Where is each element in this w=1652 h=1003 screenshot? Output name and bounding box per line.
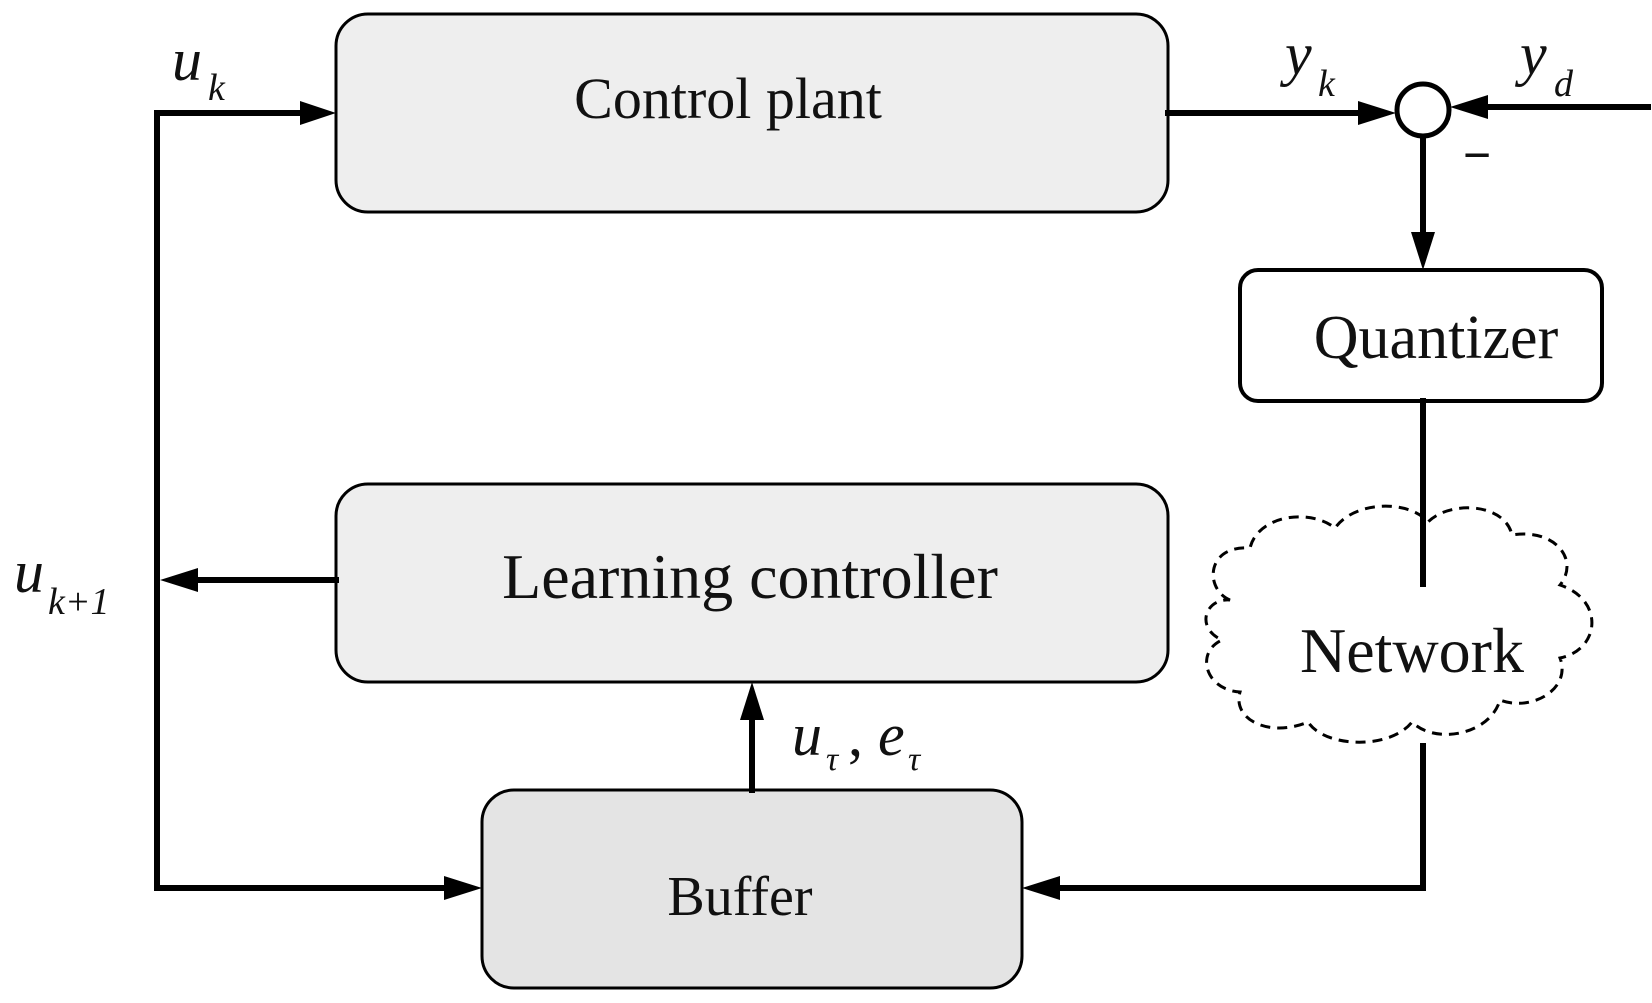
arrowhead-to-buffer-left xyxy=(444,876,482,900)
network-to-buffer-wire xyxy=(1055,743,1426,891)
label-utau-etau: u τ , e τ xyxy=(792,702,922,778)
arrowhead-to-controller xyxy=(740,682,764,720)
etau-base: e xyxy=(878,702,905,768)
buffer-label: Buffer xyxy=(667,866,812,928)
utau-etau-separator: , xyxy=(848,702,863,768)
arrowhead-to-quantizer xyxy=(1411,232,1435,270)
learning-controller-block: Learning controller xyxy=(334,482,1170,684)
uk1-sub: k+1 xyxy=(48,581,110,623)
learning-controller-label: Learning controller xyxy=(502,541,998,612)
etau-sub: τ xyxy=(908,741,922,778)
yk-sub: k xyxy=(1318,63,1336,105)
utau-base: u xyxy=(792,702,822,768)
yd-base: y xyxy=(1514,21,1547,87)
arrowhead-uk xyxy=(300,101,336,125)
summing-junction xyxy=(1394,81,1452,139)
yk-base: y xyxy=(1279,21,1312,87)
label-yd: y d xyxy=(1514,21,1574,105)
network-label: Network xyxy=(1300,615,1524,686)
label-yk: y k xyxy=(1279,21,1336,105)
arrowhead-yd xyxy=(1450,95,1488,119)
uk-base: u xyxy=(172,27,202,93)
yd-sub: d xyxy=(1554,63,1574,105)
quantizer-block: Quantizer xyxy=(1238,268,1604,403)
minus-sign: − xyxy=(1463,127,1492,183)
label-uk: u k xyxy=(172,27,226,109)
label-uk1: u k+1 xyxy=(14,539,110,623)
buffer-block: Buffer xyxy=(480,788,1024,990)
network-cloud: Network xyxy=(1204,504,1594,744)
arrowhead-uk1 xyxy=(160,568,198,592)
utau-sub: τ xyxy=(826,741,840,778)
quantizer-label: Quantizer xyxy=(1314,304,1559,372)
arrowhead-yk xyxy=(1358,101,1396,125)
uk-sub: k xyxy=(208,67,226,109)
uk1-base: u xyxy=(14,539,44,605)
arrowhead-to-buffer-right xyxy=(1022,876,1060,900)
control-plant-label: Control plant xyxy=(574,66,882,131)
control-plant-block: Control plant xyxy=(334,12,1170,214)
